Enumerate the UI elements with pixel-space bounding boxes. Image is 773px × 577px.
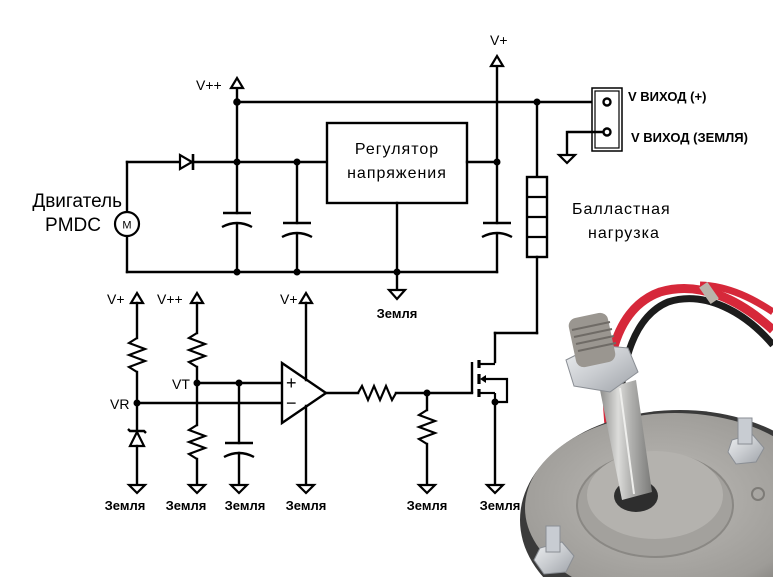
vr-label: VR	[110, 396, 129, 412]
resistor-icon	[185, 332, 209, 368]
vp-supply-icon	[129, 290, 145, 305]
ballast-label-1: Балластная	[572, 201, 671, 218]
resistor-icon	[357, 383, 397, 403]
opamp-minus-sign: −	[286, 393, 297, 413]
vpp-label: V++	[196, 77, 222, 93]
power-section: V++ V+ M Двигатель PMDC	[32, 32, 748, 364]
ground-icon	[386, 288, 408, 301]
vp-supply-icon	[489, 53, 505, 68]
zener-diode-icon	[127, 428, 147, 448]
ground-icon	[295, 483, 317, 495]
ground-icon	[556, 153, 578, 165]
ballast-load-icon	[525, 175, 549, 259]
vp-opamp-label: V+	[280, 291, 298, 307]
output-connector	[591, 87, 623, 152]
resistor-icon	[185, 424, 209, 460]
capacitor-icon	[221, 211, 253, 229]
op-amp-comparator	[280, 360, 329, 426]
ground-label-divider: Земля	[166, 498, 207, 513]
opamp-plus-sign: +	[286, 373, 297, 393]
mosfet-icon	[470, 360, 509, 404]
vp-supply-icon	[298, 290, 314, 305]
control-section: V+ VR Земля V++ VT Земля	[105, 290, 521, 513]
output-ground-label: V ВИХОД (ЗЕМЛЯ)	[631, 130, 748, 145]
ground-label-zener: Земля	[105, 498, 146, 513]
capacitor-icon	[281, 221, 313, 239]
ground-label-filter-cap: Земля	[225, 498, 266, 513]
motor-icon	[113, 210, 141, 238]
ground-label-regulator: Земля	[377, 306, 418, 321]
resistor-icon	[415, 409, 439, 445]
output-plus-label: V ВИХОД (+)	[628, 89, 706, 104]
motor-label: Двигатель	[32, 191, 122, 212]
mounting-stud-left	[533, 525, 575, 575]
capacitor-icon	[481, 221, 513, 239]
vpp-ref-label: V++	[157, 291, 183, 307]
diode-icon	[178, 153, 195, 171]
regulator-label-2: напряжения	[347, 165, 447, 182]
vpp-supply-icon	[189, 290, 205, 305]
ground-label-opamp: Земля	[286, 498, 327, 513]
ground-icon	[126, 483, 148, 495]
ground-icon	[416, 483, 438, 495]
motor-photo	[520, 281, 773, 577]
ground-icon	[484, 483, 506, 495]
resistor-icon	[125, 337, 149, 373]
regulator-label-1: Регулятор	[355, 141, 439, 158]
ground-icon	[228, 483, 250, 495]
voltage-regulator-block	[325, 121, 469, 205]
vt-label: VT	[172, 376, 190, 392]
vp-label: V+	[490, 32, 508, 48]
vpp-supply-icon	[229, 75, 245, 90]
ground-label-mosfet: Земля	[480, 498, 521, 513]
vp-ref-label: V+	[107, 291, 125, 307]
motor-type-label: PMDC	[45, 215, 101, 236]
mounting-stud-right	[727, 417, 765, 465]
ballast-label-2: нагрузка	[588, 225, 660, 242]
svg-text:M: M	[122, 220, 131, 232]
ground-icon	[186, 483, 208, 495]
ground-label-gate-resistor: Земля	[407, 498, 448, 513]
